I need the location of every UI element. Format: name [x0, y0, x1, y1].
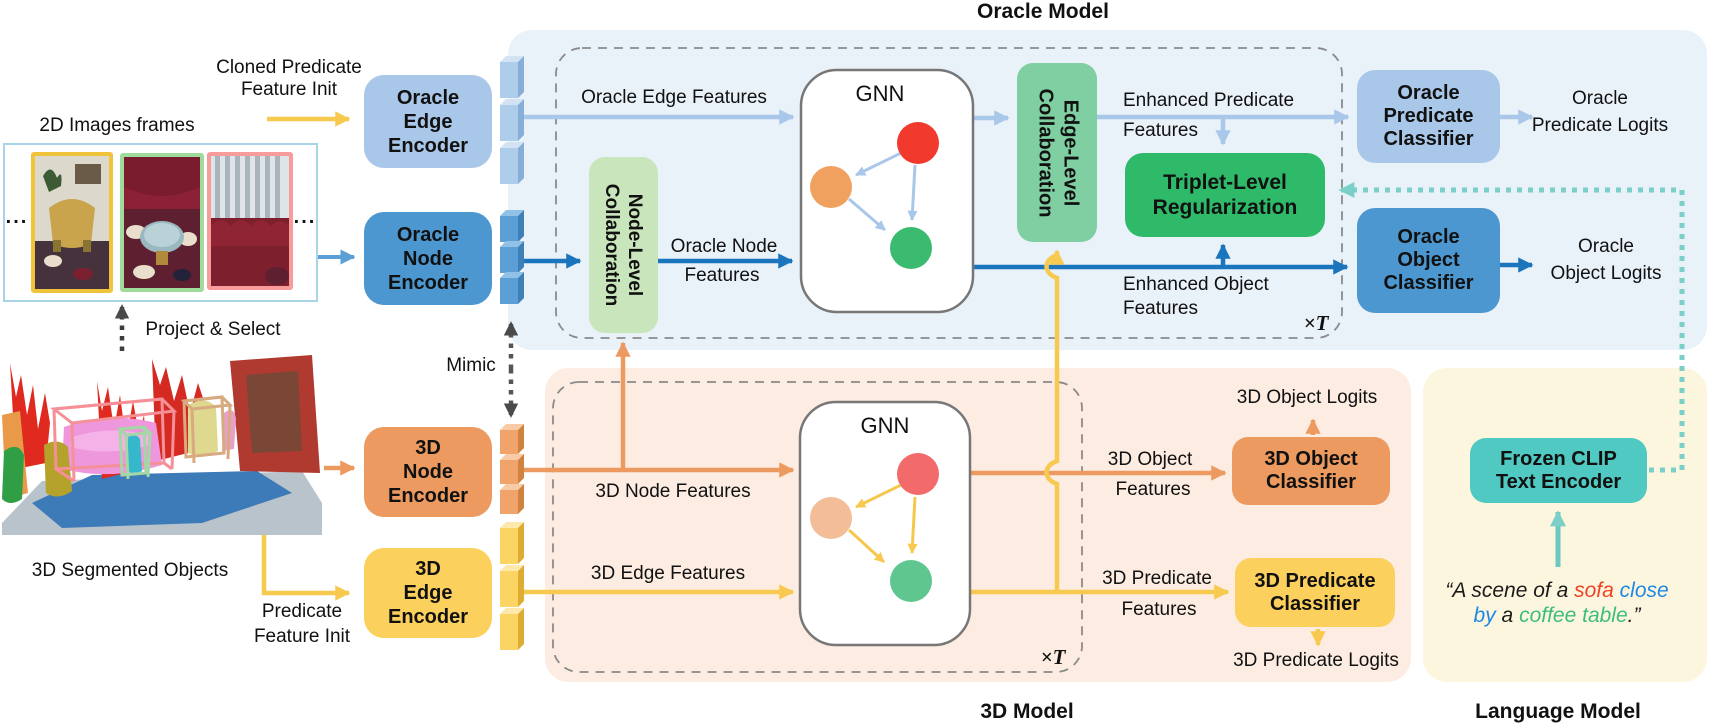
oracle-gnn-node-orange — [810, 166, 852, 208]
oracle-node-features-label: Oracle Node — [670, 236, 778, 257]
oracle-gnn-node-green — [890, 227, 932, 269]
3d-predicate-logits-label: 3D Predicate Logits — [1233, 650, 1399, 671]
triplet-level-regularization: Triplet-Level Regularization — [1125, 153, 1325, 237]
enhanced-object-label2: Features — [1123, 298, 1198, 319]
oracle-object-logits-label: Oracle — [1578, 236, 1634, 257]
2d-images-label: 2D Images frames — [39, 115, 195, 136]
oracle-gnn-node-red — [897, 122, 939, 164]
node-level-collaboration: Node-Level Collaboration — [589, 157, 658, 333]
oracle-repeat-label: ×T — [1303, 311, 1329, 335]
ellipsis-left: ... — [5, 206, 29, 228]
oracle-gnn-edge-3 — [848, 197, 886, 232]
3d-node-feature-cubes — [500, 424, 524, 514]
cloned-predicate-init-label: Cloned Predicate — [216, 57, 362, 78]
oracle-object-logits-label2: Object Logits — [1550, 263, 1662, 284]
enhanced-object-label: Enhanced Object — [1123, 274, 1269, 295]
3d-gnn-label: GNN — [860, 413, 910, 438]
project-select-label: Project & Select — [145, 319, 281, 340]
oracle-gnn-edge-1 — [855, 151, 902, 177]
3d-gnn-node-peach — [810, 497, 852, 539]
3d-repeat-label: ×T — [1040, 645, 1066, 669]
oracle-model-title: Oracle Model — [977, 0, 1109, 23]
cloned-predicate-init-label2: Feature Init — [240, 79, 338, 100]
3d-edge-features-label: 3D Edge Features — [590, 563, 746, 584]
oracle-gnn-label: GNN — [855, 81, 905, 106]
photo-coffee-table — [120, 153, 204, 292]
3d-gnn-node-red — [897, 453, 939, 495]
oracle-predicate-logits-label: Oracle — [1572, 88, 1628, 109]
3d-object-logits-label: 3D Object Logits — [1236, 387, 1378, 408]
3d-gnn-edge-1 — [855, 483, 902, 509]
3d-model-title: 3D Model — [980, 700, 1074, 723]
edge-level-collaboration: Edge-Level Collaboration — [1017, 63, 1097, 242]
3d-object-features-label: 3D Object — [1107, 449, 1193, 470]
scene-sentence-line1: “A scene of a sofa close — [1445, 579, 1669, 602]
mimic-label: Mimic — [446, 355, 496, 376]
3d-segmented-objects-label: 3D Segmented Objects — [31, 560, 229, 581]
language-model-title: Language Model — [1475, 700, 1641, 723]
ellipsis-right: ... — [293, 206, 317, 228]
arrow-3d-to-edge-collab-with-hops — [1044, 249, 1065, 592]
arrow-predicate-init — [261, 535, 351, 601]
enhanced-predicate-label2: Features — [1123, 120, 1198, 141]
3d-dashed-border — [552, 381, 1083, 673]
photo-sofa-blinds — [207, 152, 293, 290]
3d-predicate-features-label: 3D Predicate — [1102, 568, 1212, 589]
predicate-init-label: Predicate — [261, 601, 343, 622]
3d-gnn-node-green — [890, 560, 932, 602]
3d-object-features-label2: Features — [1115, 479, 1191, 500]
3d-model-panel — [545, 368, 1411, 682]
enhanced-predicate-label: Enhanced Predicate — [1123, 90, 1295, 111]
predicate-init-label2: Feature Init — [253, 626, 351, 647]
oracle-node-features-label2: Features — [684, 265, 760, 286]
oracle-edge-features-label: Oracle Edge Features — [581, 87, 767, 108]
oracle-gnn-edge-2 — [907, 164, 918, 222]
scene-sentence-line2: by a coffee table.” — [1473, 604, 1641, 627]
3d-scene-image — [2, 353, 322, 535]
3d-predicate-features-label2: Features — [1121, 599, 1197, 620]
photo-armchair — [31, 152, 113, 293]
dotted-clip-to-triplet — [1338, 181, 1685, 473]
oracle-predicate-logits-label2: Predicate Logits — [1531, 115, 1669, 136]
3d-gnn-edge-2 — [907, 496, 918, 555]
3d-edge-feature-cubes — [500, 522, 524, 650]
oracle-node-feature-cubes — [500, 210, 524, 304]
3d-gnn-edge-3 — [847, 528, 886, 564]
oracle-edge-feature-cubes — [500, 56, 524, 184]
3d-node-features-label: 3D Node Features — [595, 481, 751, 502]
